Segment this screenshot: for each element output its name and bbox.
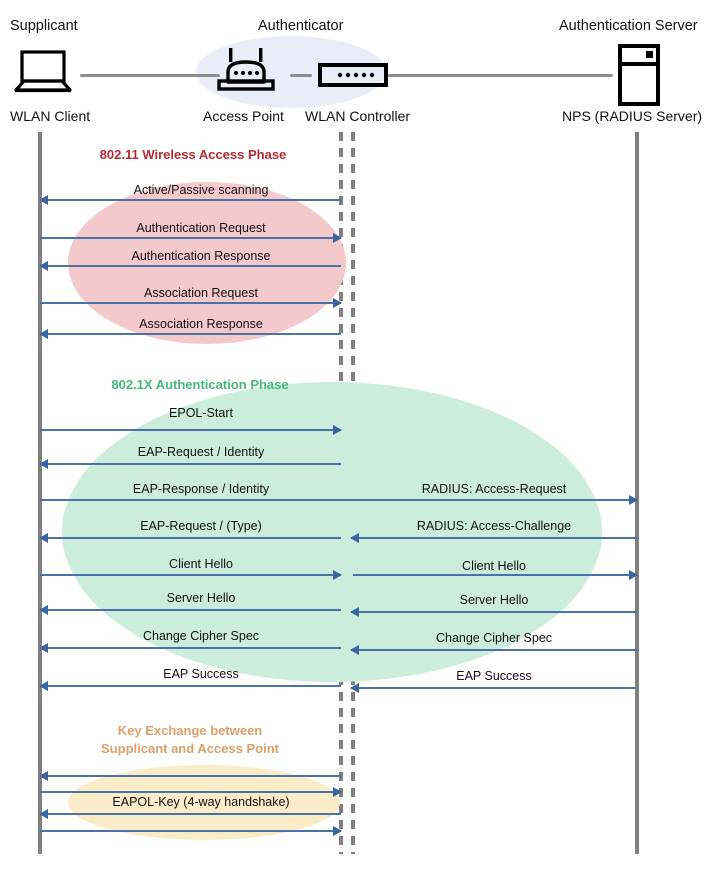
wire-ap-to-controller	[290, 74, 312, 77]
phase-blob-dot1x-auth	[62, 382, 602, 682]
device-label-wlan-controller: WLAN Controller	[305, 108, 411, 124]
message-arrow	[39, 195, 341, 205]
lifeline-authentication-server	[635, 132, 639, 854]
phase-label-dot1x-auth: 802.1X Authentication Phase	[111, 377, 289, 392]
message-label: EAP-Request / Identity	[137, 445, 265, 459]
message-label: EAP Success	[163, 667, 239, 681]
message-label: Association Request	[144, 286, 258, 300]
message-label: EAP Success	[456, 669, 532, 683]
role-title-authenticator: Authenticator	[258, 18, 344, 34]
message-arrow	[39, 681, 341, 691]
message-label: Active/Passive scanning	[133, 183, 269, 197]
message-arrow	[39, 809, 341, 819]
message-arrow	[40, 787, 342, 797]
message-label: RADIUS: Access-Request	[421, 482, 567, 496]
message-label: EPOL-Start	[169, 406, 233, 420]
message-arrow	[39, 643, 341, 653]
phase-label-key-exchange-line1: Key Exchange between	[117, 723, 263, 738]
message-arrow	[39, 533, 341, 543]
message-arrow	[40, 425, 342, 435]
device-label-access-point: Access Point	[203, 108, 284, 124]
message-label: Client Hello	[462, 559, 526, 573]
server-rack-icon	[618, 44, 660, 111]
lifeline-supplicant	[38, 132, 42, 854]
message-label: Server Hello	[459, 593, 529, 607]
phase-label-key-exchange-line2: Supplicant and Access Point	[101, 741, 279, 756]
message-label: Authentication Response	[131, 249, 271, 263]
device-label-wlan-client: WLAN Client	[10, 108, 91, 124]
phase-blob-key-exchange	[68, 765, 340, 840]
message-label: EAPOL-Key (4-way handshake)	[112, 795, 290, 809]
message-label: Server Hello	[166, 591, 236, 605]
message-label: Change Cipher Spec	[435, 631, 553, 645]
message-arrow	[350, 683, 637, 693]
message-arrow	[40, 499, 353, 501]
message-label: EAP-Request / (Type)	[140, 519, 262, 533]
wire-client-to-ap	[80, 74, 220, 77]
message-arrow	[39, 329, 341, 339]
message-arrow	[40, 570, 342, 580]
laptop-icon	[12, 50, 74, 99]
message-arrow	[39, 459, 341, 469]
message-arrow	[39, 605, 341, 615]
role-title-authentication-server: Authentication Server	[559, 18, 698, 34]
role-title-supplicant: Supplicant	[10, 18, 78, 34]
message-label: RADIUS: Access-Challenge	[416, 519, 572, 533]
message-label: EAP-Response / Identity	[132, 482, 270, 496]
phase-label-wireless-access: 802.11 Wireless Access Phase	[99, 147, 287, 162]
message-label: Change Cipher Spec	[142, 629, 260, 643]
message-arrow	[40, 298, 342, 308]
message-label: Association Response	[139, 317, 263, 331]
message-arrow	[350, 645, 637, 655]
wire-controller-to-server	[388, 74, 613, 77]
wlan-controller-icon	[318, 63, 388, 92]
device-label-nps-radius-server: NPS (RADIUS Server)	[562, 108, 703, 124]
message-arrow	[350, 607, 637, 617]
message-label: Client Hello	[169, 557, 233, 571]
message-arrow	[40, 826, 342, 836]
message-arrow	[350, 533, 637, 543]
message-label: Authentication Request	[136, 221, 266, 235]
message-arrow	[353, 570, 638, 580]
access-point-icon	[216, 48, 276, 99]
message-arrow	[39, 261, 341, 271]
message-arrow	[353, 495, 638, 505]
phase-blob-wireless-access	[68, 182, 346, 344]
message-arrow	[39, 771, 341, 781]
message-arrow	[40, 233, 342, 243]
